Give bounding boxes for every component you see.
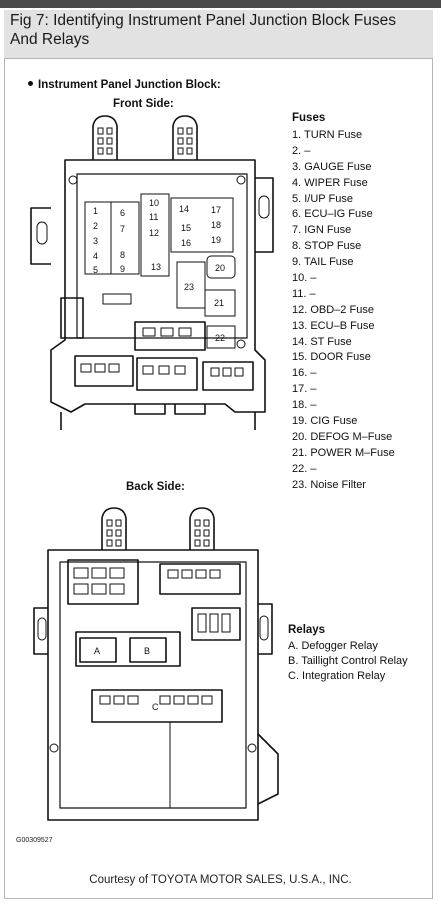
fuse-item: 1. TURN Fuse: [292, 129, 363, 141]
top-bar: [0, 0, 441, 8]
fuse-item: 13. ECU–B Fuse: [292, 319, 375, 332]
fuse-item: 3. GAUGE Fuse: [292, 160, 372, 173]
fuse-item: 9. TAIL Fuse: [292, 256, 354, 269]
fuse-label-22: 22: [215, 333, 225, 343]
fuse-label-3: 3: [93, 236, 98, 246]
fuse-label-14: 14: [179, 204, 189, 214]
credit-line: Courtesy of TOYOTA MOTOR SALES, U.S.A., …: [89, 874, 352, 886]
fuse-label-6: 6: [120, 208, 125, 218]
relay-label-b: B: [144, 646, 150, 656]
fuses-heading: Fuses: [292, 112, 326, 124]
section-title: Instrument Panel Junction Block:: [28, 79, 221, 91]
fuse-label-8: 8: [120, 250, 125, 260]
fuse-item: 10. –: [292, 272, 317, 285]
fuse-item: 14. ST Fuse: [292, 335, 352, 348]
figure-frame: [4, 10, 433, 899]
relay-item: A. Defogger Relay: [288, 640, 378, 652]
bullet-icon: [28, 81, 33, 87]
fuse-label-16: 16: [181, 238, 191, 248]
fuse-item: 16. –: [292, 367, 317, 380]
relay-label-c: C: [152, 702, 159, 712]
fuse-item: 15. DOOR Fuse: [292, 351, 371, 364]
figure-header: [4, 10, 433, 59]
relay-item: B. Taillight Control Relay: [288, 655, 408, 667]
front-side-diagram: 1 2 3 4 5 6 7 8 9 10 11 12 13 14 15 16 1…: [30, 115, 274, 430]
fuse-item: 17. –: [292, 383, 317, 396]
fuses-list: 1. TURN Fuse 2. – 3. GAUGE Fuse 4. WIPER…: [292, 128, 395, 493]
fuse-item: 21. POWER M–Fuse: [292, 446, 395, 459]
fuse-label-10: 10: [149, 198, 159, 208]
fuse-item: 22. –: [292, 462, 317, 475]
fuse-label-17: 17: [211, 205, 221, 215]
fuse-item: 11. –: [292, 287, 316, 300]
fuse-item: 7. IGN Fuse: [292, 224, 352, 237]
fuse-item: 20. DEFOG M–Fuse: [292, 430, 393, 443]
fuse-label-11: 11: [149, 212, 158, 222]
fuse-item: 2. –: [292, 144, 311, 157]
fuse-label-1: 1: [93, 206, 98, 216]
fuse-label-18: 18: [211, 220, 221, 230]
fuse-item: 6. ECU–IG Fuse: [292, 208, 373, 221]
relays-list: A. Defogger Relay B. Taillight Control R…: [288, 639, 408, 684]
fuse-label-7: 7: [120, 224, 125, 234]
fuse-item: 18. –: [292, 399, 317, 412]
figure-title: Fig 7: Identifying Instrument Panel Junc…: [10, 12, 396, 48]
back-side-label: Back Side:: [126, 481, 185, 493]
fuse-label-5: 5: [93, 265, 98, 275]
front-side-label: Front Side:: [113, 98, 174, 110]
fuse-item: 8. STOP Fuse: [292, 240, 362, 253]
fuse-item: 4. WIPER Fuse: [292, 176, 368, 189]
fuse-item: 23. Noise Filter: [292, 478, 366, 491]
fuse-label-13: 13: [151, 262, 161, 272]
relays-heading: Relays: [288, 624, 326, 636]
relay-label-a: A: [94, 646, 100, 656]
relay-item: C. Integration Relay: [288, 670, 386, 682]
fuse-label-2: 2: [93, 221, 98, 231]
fuse-label-19: 19: [211, 235, 221, 245]
fuse-label-4: 4: [93, 251, 98, 261]
fuse-label-15: 15: [181, 223, 191, 233]
fuse-label-12: 12: [149, 228, 159, 238]
fuse-label-21: 21: [214, 298, 224, 308]
fuse-item: 12. OBD–2 Fuse: [292, 303, 374, 316]
fuse-label-23: 23: [184, 282, 194, 292]
fuse-item: 19. CIG Fuse: [292, 415, 358, 428]
figure-code: G00309527: [16, 837, 53, 844]
fuse-item: 5. I/UP Fuse: [292, 192, 353, 205]
fuse-label-9: 9: [120, 264, 125, 274]
section-title-text: Instrument Panel Junction Block:: [38, 79, 221, 91]
back-side-diagram: A B C: [33, 507, 279, 821]
fuse-label-20: 20: [215, 263, 225, 273]
